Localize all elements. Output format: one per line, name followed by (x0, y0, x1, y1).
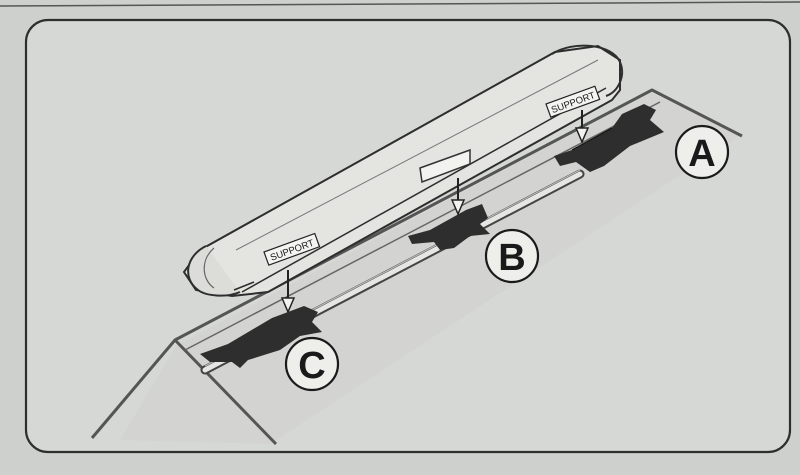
arrow-a (574, 110, 590, 144)
roof-surface (120, 92, 740, 444)
roof-ridge-line (90, 88, 743, 439)
awning-housing (182, 44, 624, 298)
roof-edge-inner (184, 101, 661, 351)
callout-c: C (284, 336, 340, 392)
page-edge-line (0, 1, 800, 7)
arrow-c (280, 270, 296, 314)
bracket-c (200, 306, 322, 368)
callout-b: B (484, 228, 540, 284)
roof-gable-edge (173, 338, 278, 446)
bracket-b (408, 204, 490, 250)
callout-c-label: C (298, 345, 325, 387)
callout-b-label: B (498, 237, 525, 279)
arrow-b (450, 178, 466, 216)
callout-a: A (674, 124, 730, 180)
bracket-a (554, 104, 664, 172)
center-plate (419, 148, 471, 184)
callout-a-label: A (688, 133, 715, 175)
